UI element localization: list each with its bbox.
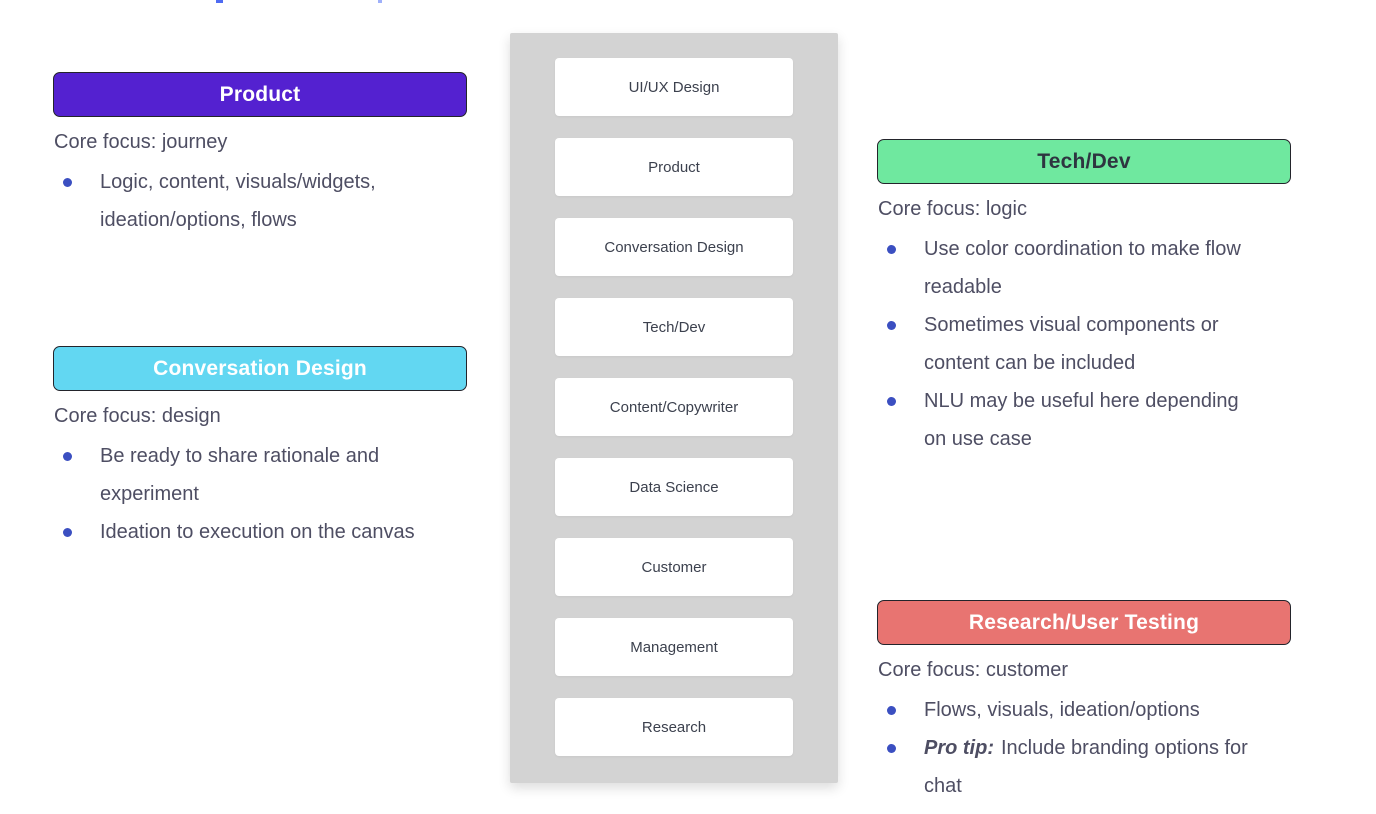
role-card-research: Research	[555, 698, 793, 756]
product-core-focus: Core focus: journey	[54, 131, 228, 153]
bullet-text: Logic, content, visuals/widgets, ideatio…	[100, 171, 376, 231]
role-card-content-copywriter: Content/Copywriter	[555, 378, 793, 436]
role-card-conversation-design: Conversation Design	[555, 218, 793, 276]
cropped-text-fragment	[216, 0, 223, 3]
bullet-item: Flows, visuals, ideation/options	[877, 691, 1291, 729]
conversation-design-bullet-list: Be ready to share rationale and experime…	[53, 437, 467, 551]
role-card-tech-dev: Tech/Dev	[555, 298, 793, 356]
bullet-item: Be ready to share rationale and experime…	[53, 437, 467, 513]
research-user-testing-core-focus: Core focus: customer	[878, 659, 1069, 681]
role-card-label: Content/Copywriter	[609, 398, 739, 416]
cropped-text-fragment	[378, 0, 382, 3]
research-user-testing-header-label: Research/User Testing	[968, 610, 1200, 634]
role-card-label: Conversation Design	[604, 238, 744, 256]
bullet-text: Flows, visuals, ideation/options	[924, 699, 1200, 721]
role-card-label: Data Science	[629, 478, 719, 496]
section-conversation-design: Conversation Design Core focus: design B…	[53, 346, 467, 551]
role-card-label: Tech/Dev	[642, 318, 706, 336]
section-product: Product Core focus: journey Logic, conte…	[53, 72, 467, 239]
bullet-item: Pro tip:Include branding options for cha…	[877, 729, 1291, 805]
research-user-testing-bullet-list: Flows, visuals, ideation/options Pro tip…	[877, 691, 1291, 805]
conversation-design-header-pill: Conversation Design	[53, 346, 467, 391]
bullet-item: Sometimes visual components or content c…	[877, 306, 1291, 382]
role-card-uiux-design: UI/UX Design	[555, 58, 793, 116]
role-card-management: Management	[555, 618, 793, 676]
product-header-label: Product	[219, 82, 301, 106]
role-card-label: Management	[630, 638, 718, 656]
role-card-label: UI/UX Design	[628, 78, 720, 96]
tech-dev-header-label: Tech/Dev	[1037, 149, 1131, 173]
roles-panel: UI/UX Design Product Conversation Design…	[510, 33, 838, 783]
bullet-text: Include branding options for chat	[924, 737, 1248, 797]
product-bullet-list: Logic, content, visuals/widgets, ideatio…	[53, 163, 467, 239]
product-header-pill: Product	[53, 72, 467, 117]
bullet-text: Use color coordination to make flow read…	[924, 238, 1241, 298]
section-research-user-testing: Research/User Testing Core focus: custom…	[877, 600, 1291, 805]
section-tech-dev: Tech/Dev Core focus: logic Use color coo…	[877, 139, 1291, 458]
bullet-text: Sometimes visual components or content c…	[924, 314, 1219, 374]
bullet-item: NLU may be useful here depending on use …	[877, 382, 1291, 458]
role-card-label: Product	[648, 158, 700, 176]
tech-dev-core-focus: Core focus: logic	[878, 198, 1027, 220]
bullet-item: Ideation to execution on the canvas	[53, 513, 467, 551]
conversation-design-header-label: Conversation Design	[153, 356, 367, 380]
role-card-label: Research	[641, 718, 707, 736]
role-card-data-science: Data Science	[555, 458, 793, 516]
bullet-text: Ideation to execution on the canvas	[100, 521, 415, 543]
pro-tip-label: Pro tip:	[924, 737, 994, 759]
conversation-design-core-focus: Core focus: design	[54, 405, 221, 427]
role-card-label: Customer	[641, 558, 707, 576]
role-card-customer: Customer	[555, 538, 793, 596]
tech-dev-bullet-list: Use color coordination to make flow read…	[877, 230, 1291, 458]
bullet-item: Use color coordination to make flow read…	[877, 230, 1291, 306]
bullet-text: Be ready to share rationale and experime…	[100, 445, 380, 505]
bullet-text: NLU may be useful here depending on use …	[924, 390, 1239, 450]
research-user-testing-header-pill: Research/User Testing	[877, 600, 1291, 645]
bullet-item: Logic, content, visuals/widgets, ideatio…	[53, 163, 467, 239]
tech-dev-header-pill: Tech/Dev	[877, 139, 1291, 184]
role-card-product: Product	[555, 138, 793, 196]
